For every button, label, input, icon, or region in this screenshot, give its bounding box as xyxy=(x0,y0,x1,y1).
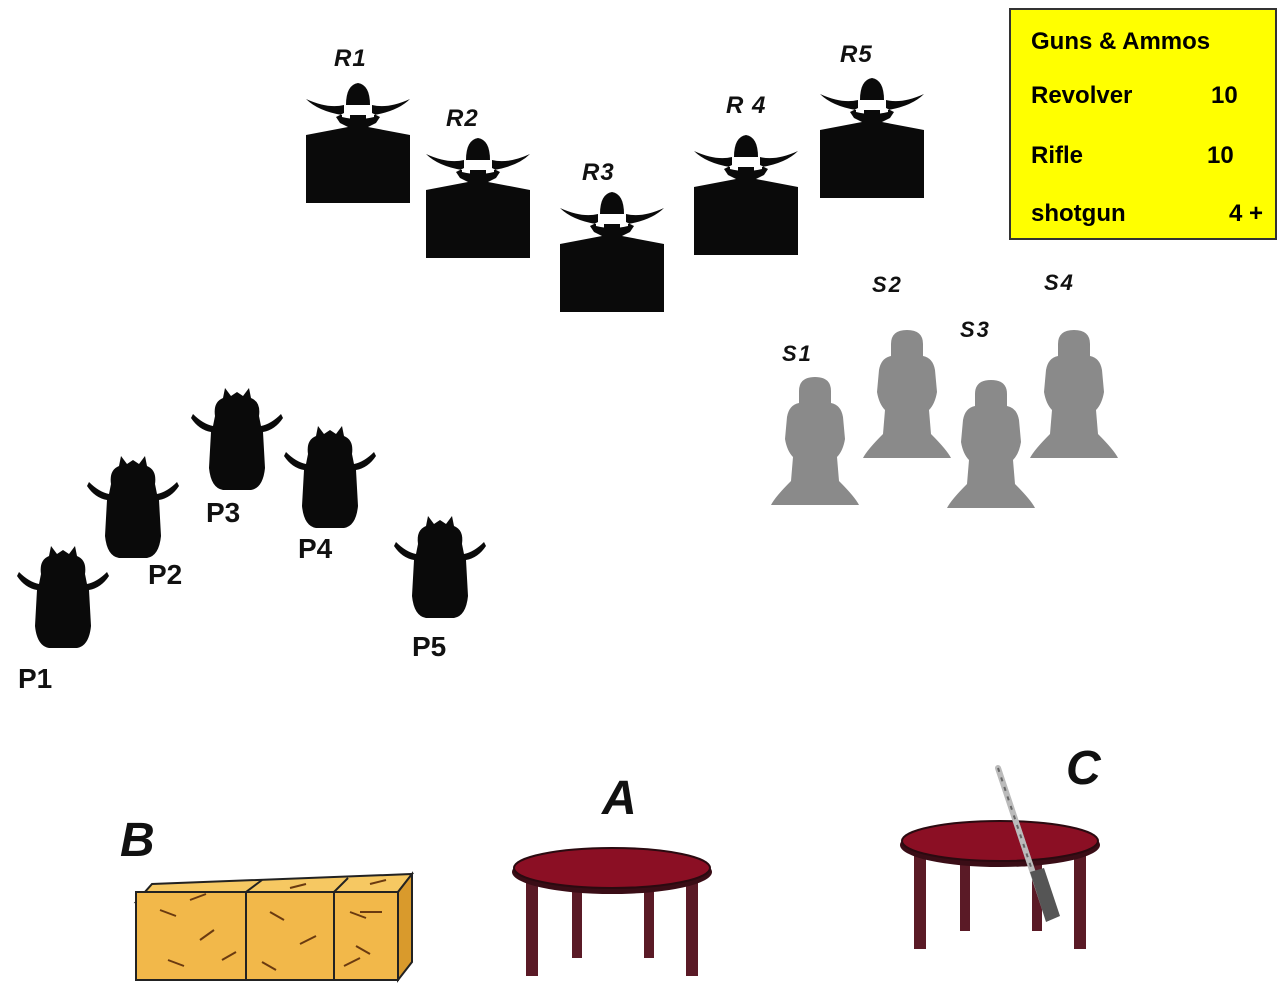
steel-target-s2: S2 xyxy=(863,272,951,458)
steel-target-label: S4 xyxy=(1044,270,1075,295)
steel-target-s4: S4 xyxy=(1030,270,1118,458)
steel-target-label: S1 xyxy=(782,341,813,366)
rifle-target-r4: R 4 xyxy=(694,92,798,255)
rifle-target-label: R3 xyxy=(582,159,615,186)
pistol-target-label: P5 xyxy=(412,631,446,662)
pistol-target-label: P2 xyxy=(148,559,182,590)
ammo-row-name: Revolver xyxy=(1031,82,1133,109)
shotgun-icon xyxy=(995,765,1060,922)
rifle-target-label: R 4 xyxy=(726,92,766,119)
steel-target-s3: S3 xyxy=(947,317,1035,508)
rifle-target-label: R2 xyxy=(446,105,479,132)
ammo-row-shotgun: shotgun 4 + xyxy=(1031,200,1267,230)
hay-bale-label: B xyxy=(120,814,155,867)
rifle-target-r3: R3 xyxy=(560,159,664,312)
ammo-row-name: shotgun xyxy=(1031,200,1126,227)
pistol-target-label: P4 xyxy=(298,533,333,564)
table-c: C xyxy=(899,742,1102,950)
pistol-target-label: P1 xyxy=(18,663,52,694)
pistol-target-p4: P4 xyxy=(284,426,376,564)
steel-target-s1: S1 xyxy=(771,341,859,505)
ammo-table-title: Guns & Ammos xyxy=(1031,28,1211,55)
pistol-target-p2: P2 xyxy=(87,456,182,590)
ammo-table: Guns & Ammos Revolver 10 Rifle 10 shotgu… xyxy=(1009,8,1277,240)
pistol-target-p5: P5 xyxy=(394,516,486,662)
rifle-target-label: R1 xyxy=(334,45,367,72)
table-a-label: A xyxy=(601,772,637,825)
pistol-target-label: P3 xyxy=(206,497,240,528)
hay-bale: B xyxy=(120,814,415,983)
ammo-row-qty: 4 + xyxy=(1229,200,1264,227)
table-a: A xyxy=(511,772,713,977)
pistol-target-p1: P1 xyxy=(17,546,109,694)
rifle-target-r5: R5 xyxy=(820,41,924,198)
ammo-row-qty: 10 xyxy=(1207,142,1234,169)
rifle-target-label: R5 xyxy=(840,41,873,68)
steel-target-label: S2 xyxy=(872,272,903,297)
ammo-row-qty: 10 xyxy=(1211,82,1238,109)
ammo-row-revolver: Revolver 10 xyxy=(1031,82,1267,112)
ammo-row-name: Rifle xyxy=(1031,142,1084,169)
pistol-target-p3: P3 xyxy=(191,388,283,528)
rifle-target-r2: R2 xyxy=(426,105,530,258)
ammo-row-rifle: Rifle 10 xyxy=(1031,142,1267,172)
rifle-target-r1: R1 xyxy=(306,45,410,203)
table-c-label: C xyxy=(1066,742,1102,795)
steel-target-label: S3 xyxy=(960,317,991,342)
